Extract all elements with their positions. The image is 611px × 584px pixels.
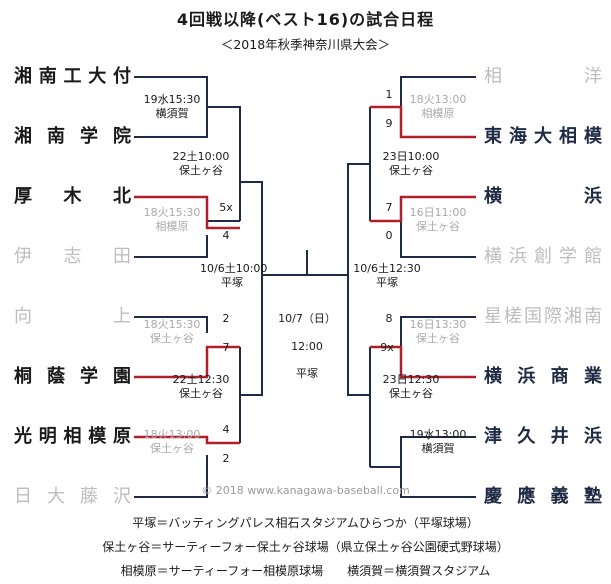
match-venue: 保土ヶ谷	[389, 387, 433, 400]
team-left-4: 伊志田	[14, 246, 131, 267]
match-date: 22土10:00	[172, 150, 230, 163]
match-date: 22土12:30	[172, 373, 230, 386]
match-date: 10/6土12:30	[353, 262, 421, 275]
match-venue: 保土ヶ谷	[389, 164, 433, 177]
match-date: 18火15:30	[143, 318, 201, 331]
left-winner-lines	[134, 195, 240, 445]
match-date: 10/6土10:00	[200, 262, 268, 275]
copyright: © 2018 www.kanagawa-baseball.com	[201, 484, 410, 497]
match-r3-info: 16日13:30 保土ヶ谷	[403, 318, 473, 346]
match-rq1-info: 23日10:00 保土ヶ谷	[374, 150, 448, 178]
score-l4-bottom: 2	[222, 452, 230, 465]
match-l3-info: 18火15:30 保土ヶ谷	[138, 318, 206, 346]
team-right-3: 横浜	[484, 186, 602, 207]
legend-line-1: 平塚＝バッティングパレス相石スタジアムひらつか（平塚球場）	[132, 516, 479, 530]
team-left-3: 厚木北	[14, 186, 131, 207]
score-l3-bottom: 7	[222, 341, 230, 354]
score-r1-top: 1	[385, 88, 393, 101]
team-left-7: 光明相模原	[14, 426, 131, 447]
match-date: 18火13:00	[409, 93, 467, 106]
match-date: 18火13:00	[143, 428, 201, 441]
match-venue: 保土ヶ谷	[179, 164, 223, 177]
team-right-2: 東海大相模	[484, 126, 602, 147]
match-lq1-info: 22土10:00 保土ヶ谷	[164, 150, 238, 178]
final-venue: 平塚	[296, 367, 318, 380]
match-date: 23日12:30	[382, 373, 440, 386]
page-subtitle: ＜2018年秋季神奈川県大会＞	[220, 37, 391, 52]
match-venue: 保土ヶ谷	[416, 332, 460, 345]
team-right-5: 星槎国際湘南	[484, 306, 602, 327]
match-date: 19水13:00	[409, 428, 467, 441]
score-r1-bottom: 9	[385, 117, 393, 130]
match-r1-info: 18火13:00 相模原	[403, 93, 473, 121]
score-l4-top: 4	[222, 423, 230, 436]
match-l1-info: 19水15:30 横須賀	[138, 93, 206, 121]
right-winner-lines	[370, 105, 476, 379]
match-rsf-info: 10/6土12:30 平塚	[352, 262, 422, 290]
match-venue: 平塚	[376, 276, 398, 289]
match-venue: 保土ヶ谷	[416, 220, 460, 233]
legend-line-2: 保土ヶ谷＝サーティーフォー保土ヶ谷球場（県立保土ヶ谷公園硬式野球場）	[102, 540, 509, 554]
score-r2-top: 7	[385, 201, 393, 214]
team-left-8: 日大藤沢	[14, 486, 131, 507]
team-left-5: 向上	[14, 306, 131, 327]
match-venue: 保土ヶ谷	[179, 387, 223, 400]
team-right-6: 横浜商業	[484, 366, 602, 387]
team-right-8: 慶應義塾	[484, 486, 602, 507]
team-right-4: 横浜創学館	[484, 246, 602, 267]
match-venue: 保土ヶ谷	[150, 442, 194, 455]
match-date: 19水15:30	[143, 93, 201, 106]
team-left-6: 桐蔭学園	[14, 366, 131, 387]
page-title: 4回戦以降(ベスト16)の試合日程	[176, 10, 435, 29]
legend-line-3: 相模原＝サーティーフォー相模原球場 横須賀＝横須賀スタジアム	[120, 564, 491, 578]
team-right-1: 相洋	[484, 66, 602, 87]
final-date: 10/7（日）	[278, 312, 336, 325]
score-l2-top: 5x	[219, 201, 233, 214]
team-left-1: 湘南工大付	[14, 66, 131, 87]
score-l3-top: 2	[222, 312, 230, 325]
match-date: 18火15:30	[143, 206, 201, 219]
match-venue: 相模原	[421, 107, 455, 120]
match-lsf-info: 10/6土10:00 平塚	[200, 262, 268, 290]
match-venue: 保土ヶ谷	[150, 332, 194, 345]
match-lq2-info: 22土12:30 保土ヶ谷	[164, 373, 238, 401]
match-r2-info: 16日11:00 保土ヶ谷	[403, 206, 473, 234]
match-venue: 相模原	[155, 220, 189, 233]
score-r2-bottom: 0	[385, 229, 393, 242]
match-date: 16日13:30	[409, 318, 467, 331]
match-l2-info: 18火15:30 相模原	[138, 206, 206, 234]
final-time: 12:00	[291, 340, 323, 353]
team-right-7: 津久井浜	[484, 426, 602, 447]
match-rq2-info: 23日12:30 保土ヶ谷	[374, 373, 448, 401]
match-venue: 横須賀	[421, 442, 455, 455]
match-date: 16日11:00	[409, 206, 467, 219]
score-r3-top: 8	[385, 312, 393, 325]
score-r3-bottom: 9x	[380, 341, 394, 354]
score-l2-bottom: 4	[222, 229, 230, 242]
match-l4-info: 18火13:00 保土ヶ谷	[138, 428, 206, 456]
match-venue: 平塚	[221, 276, 243, 289]
match-date: 23日10:00	[382, 150, 440, 163]
match-venue: 横須賀	[155, 107, 189, 120]
team-left-2: 湘南学院	[14, 126, 131, 147]
match-r4-info: 19水13:00 横須賀	[403, 428, 473, 456]
